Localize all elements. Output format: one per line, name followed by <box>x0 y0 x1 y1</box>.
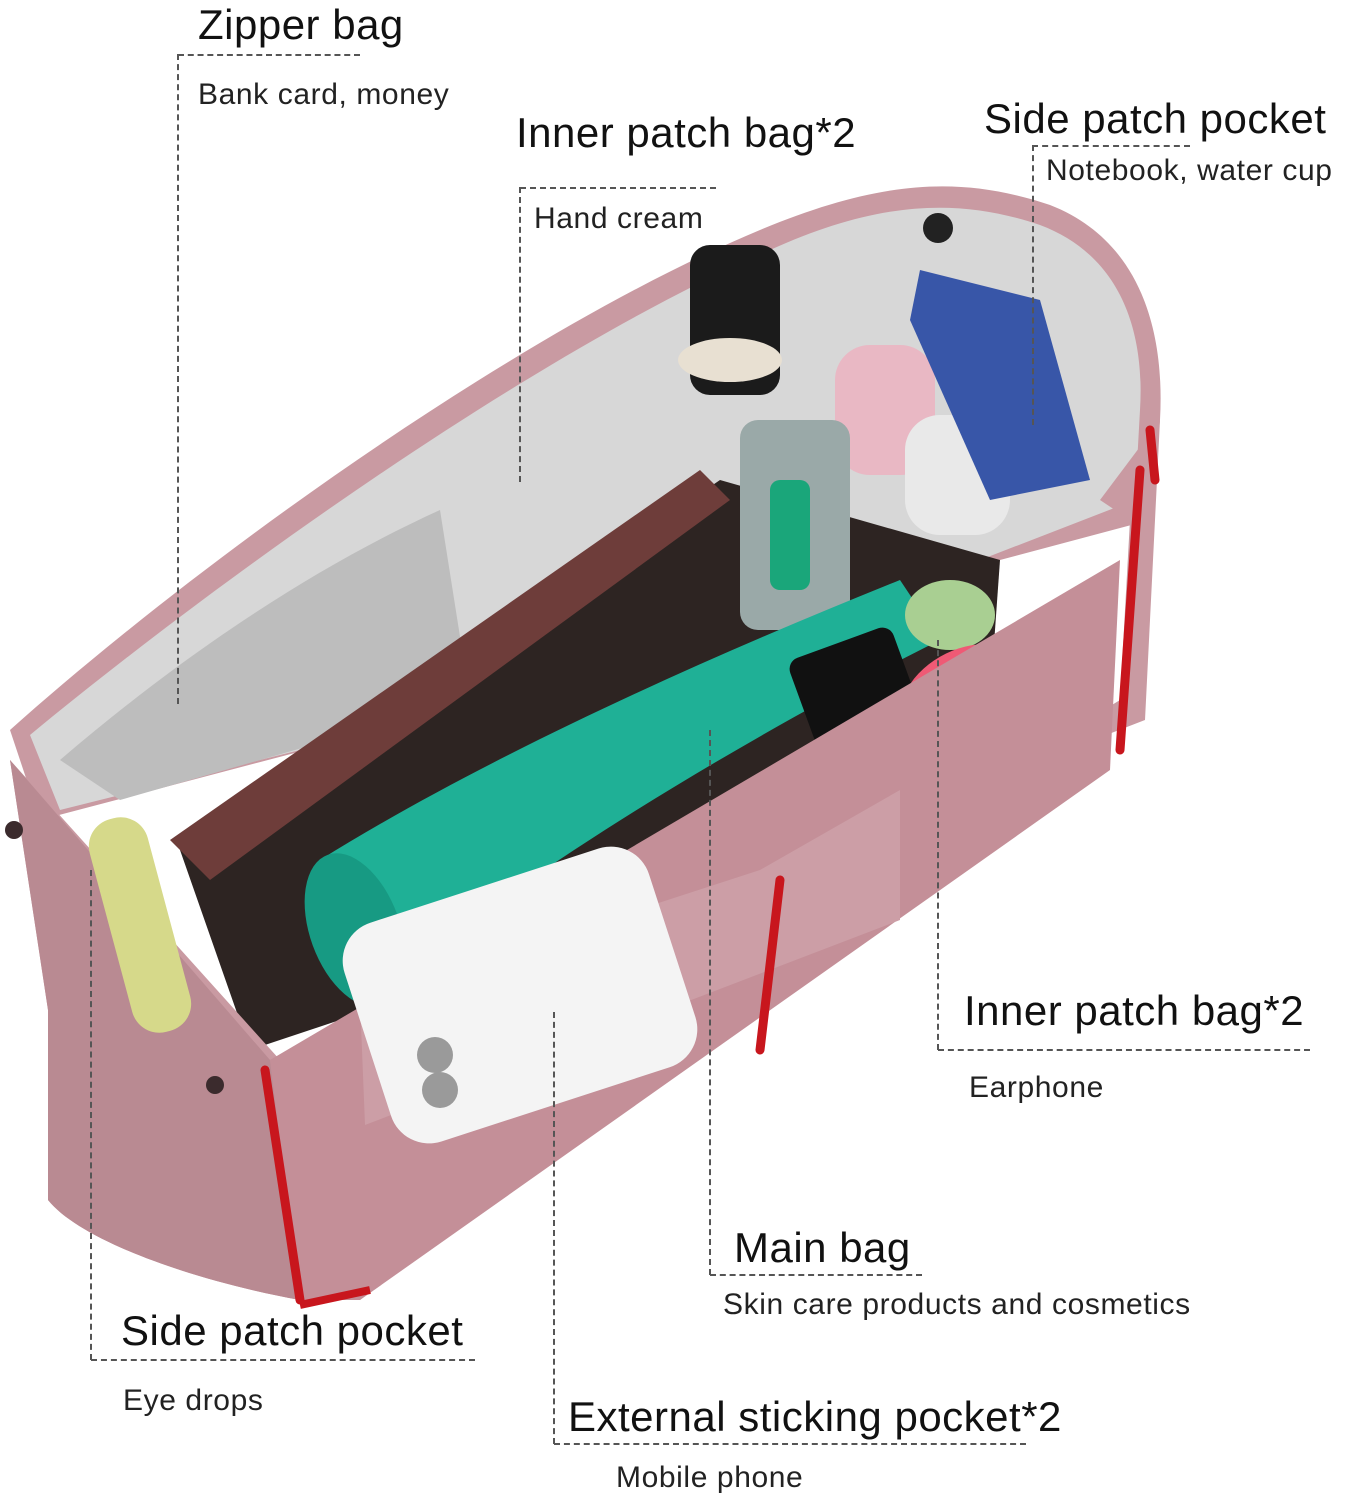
leader-line <box>709 730 711 1275</box>
blue-case <box>910 270 1090 500</box>
leader-line <box>553 1012 555 1444</box>
callout-subtitle: Hand cream <box>534 202 704 235</box>
leader-line <box>937 640 939 1050</box>
leader-line <box>90 870 92 1360</box>
leader-line <box>554 1443 1026 1445</box>
leader-line <box>520 187 716 189</box>
teal-bottle <box>320 580 940 990</box>
callout-subtitle: Bank card, money <box>198 78 450 111</box>
callout-title: Zipper bag <box>198 1 404 48</box>
callout-subtitle: Notebook, water cup <box>1046 154 1333 187</box>
leader-line <box>938 1049 1310 1051</box>
callout-subtitle: Eye drops <box>123 1384 264 1417</box>
callout-subtitle: Earphone <box>969 1071 1104 1104</box>
snap-button <box>5 821 23 839</box>
callout-title: External sticking pocket*2 <box>568 1393 1062 1440</box>
callout-title: Inner patch bag*2 <box>516 109 857 156</box>
leader-line <box>91 1359 475 1361</box>
callout-title: Side patch pocket <box>984 95 1327 142</box>
green-compact <box>905 580 995 650</box>
eye-drops-bottle <box>88 817 192 1033</box>
callout-subtitle: Mobile phone <box>616 1461 804 1494</box>
callout-subtitle: Skin care products and cosmetics <box>723 1288 1191 1321</box>
callout-title: Main bag <box>734 1224 911 1271</box>
leader-line <box>519 187 521 482</box>
leader-line <box>177 54 179 704</box>
callout-title: Inner patch bag*2 <box>964 987 1305 1034</box>
snap-button <box>206 1076 224 1094</box>
red-piping <box>260 425 1160 1305</box>
leader-line <box>710 1274 922 1276</box>
leader-line <box>178 54 360 56</box>
notebook <box>170 470 730 880</box>
callout-title: Side patch pocket <box>121 1307 464 1354</box>
leader-line <box>1032 145 1034 425</box>
leader-line <box>1032 145 1190 147</box>
snap-button <box>923 213 953 243</box>
